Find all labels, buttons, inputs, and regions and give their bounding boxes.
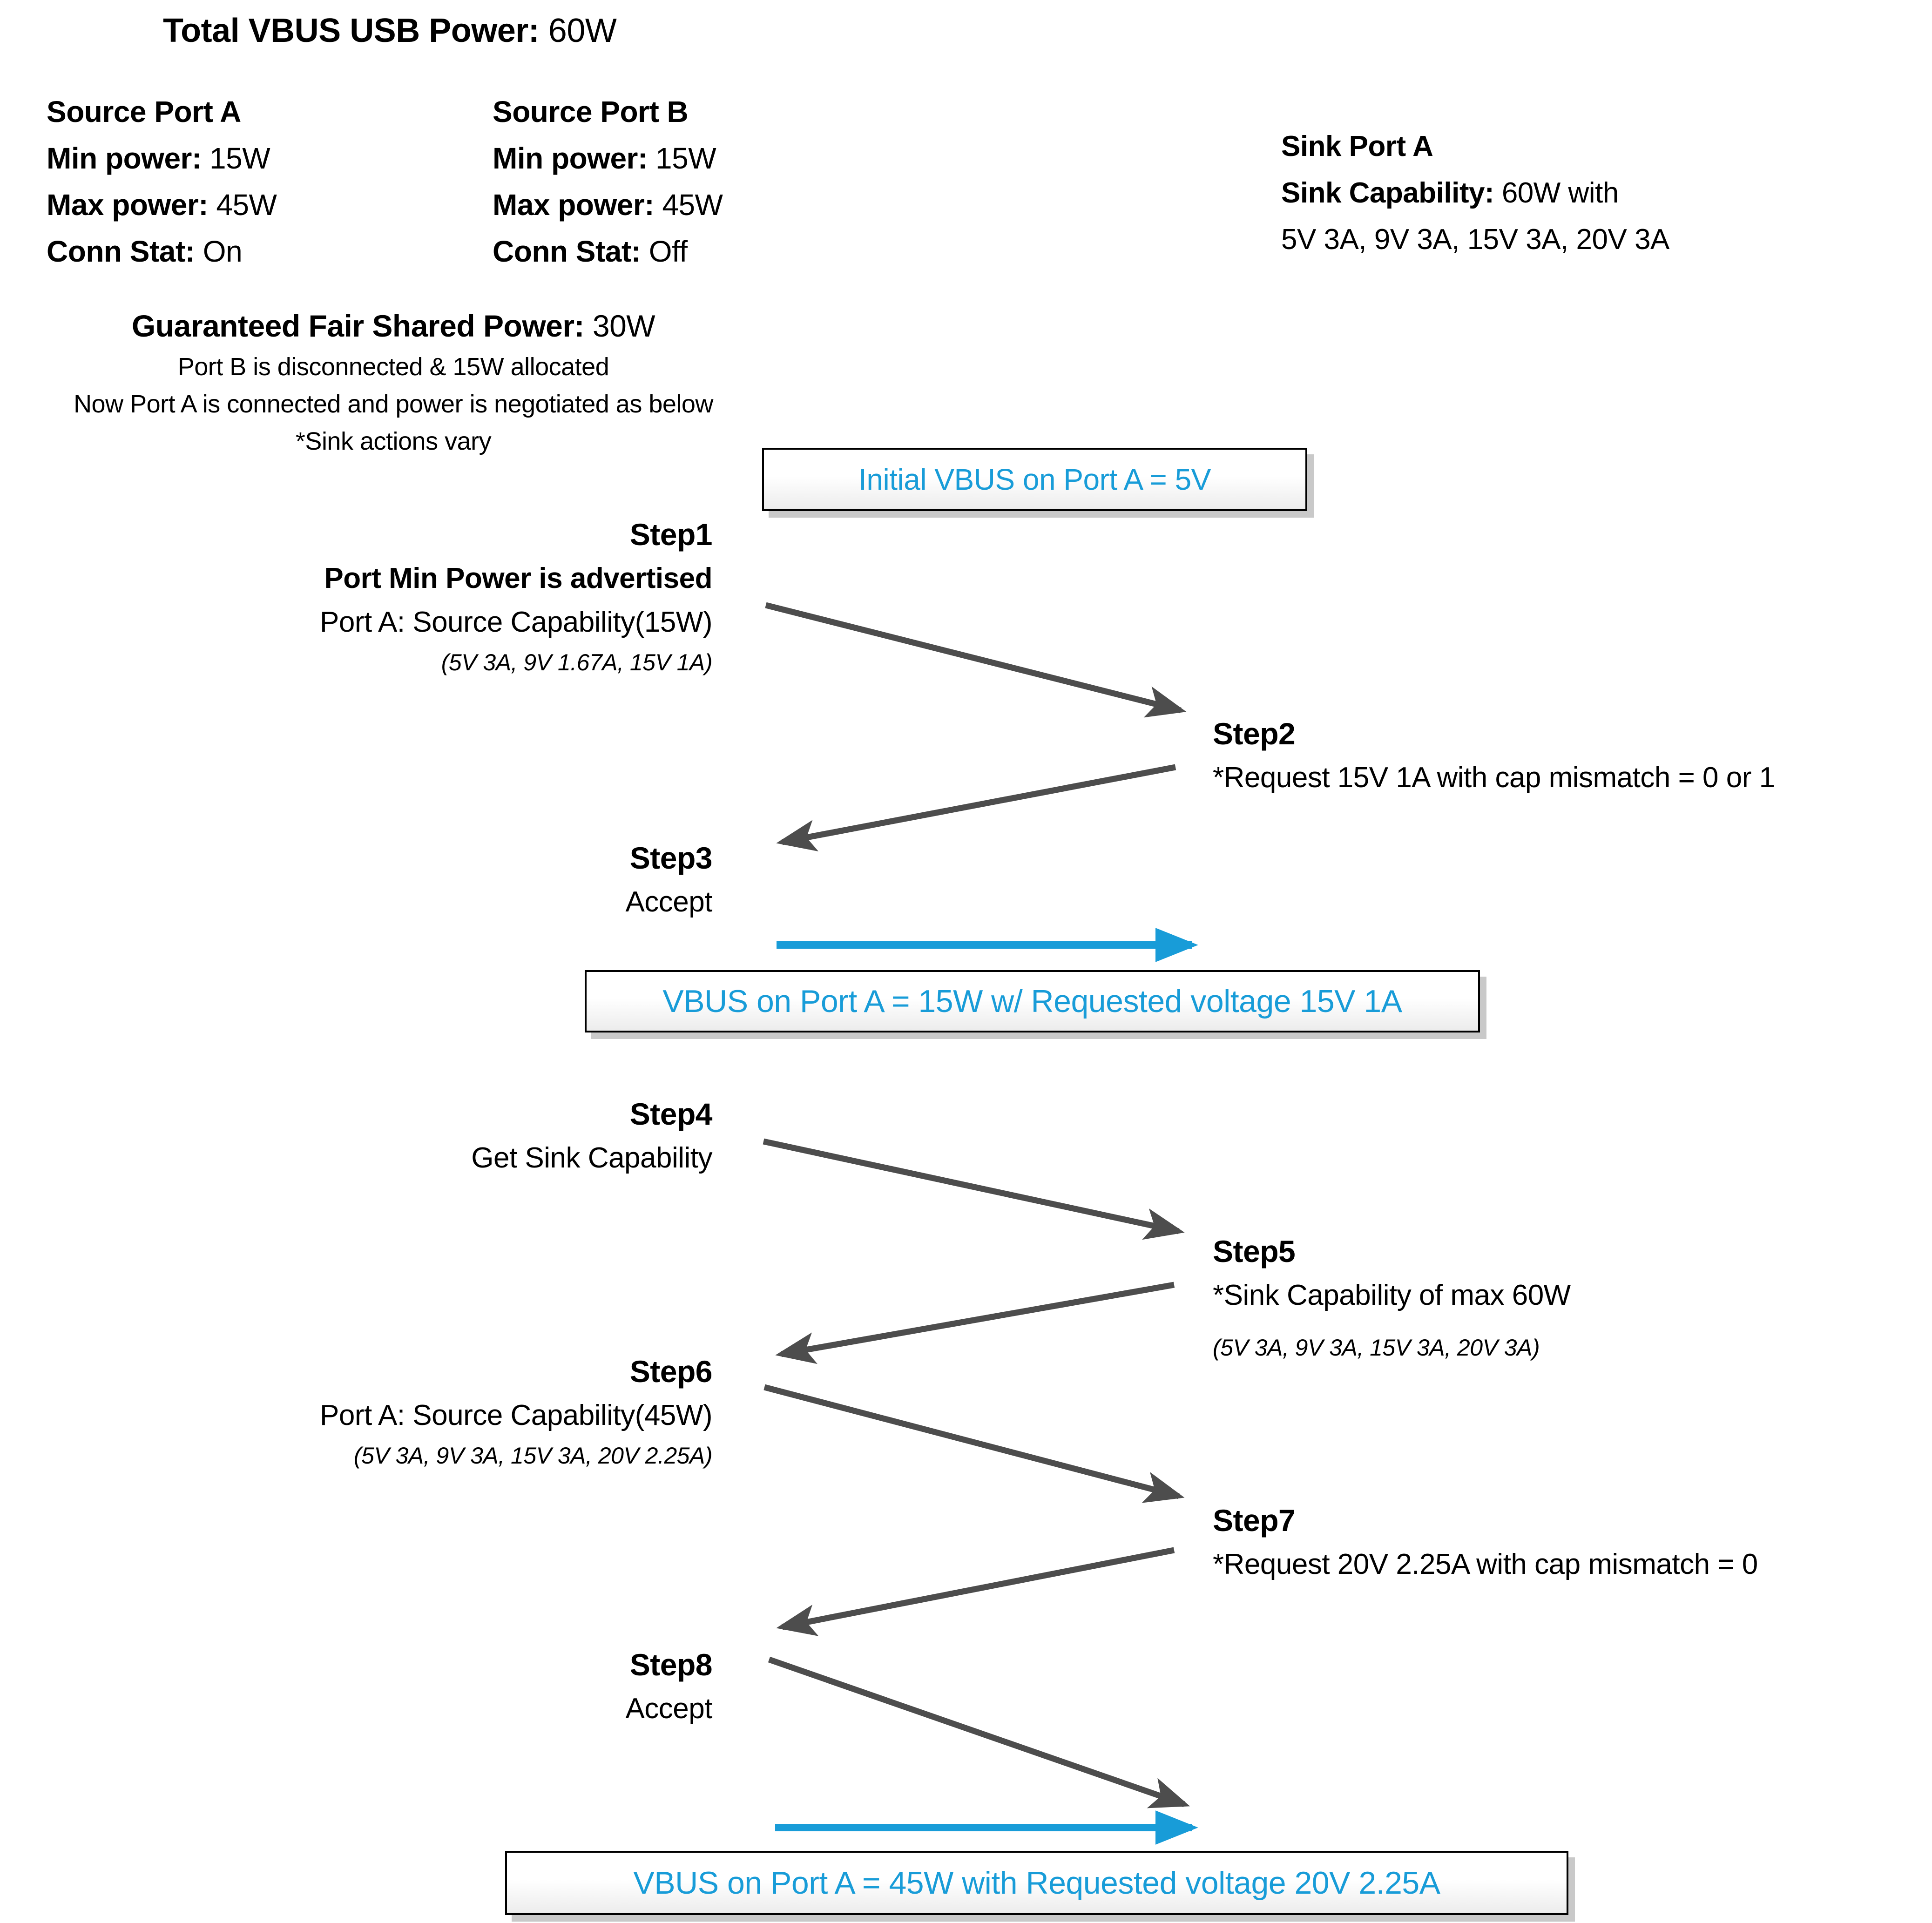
step7-line1: *Request 20V 2.25A with cap mismatch = 0 xyxy=(1213,1548,1758,1580)
source-port-a-min-power: Min power: 15W xyxy=(47,135,277,182)
source-port-a-max-power: Max power: 45W xyxy=(47,182,277,228)
conn-stat-label: Conn Stat: xyxy=(493,235,641,268)
fair-share-value: 30W xyxy=(592,309,655,343)
conn-stat-label: Conn Stat: xyxy=(47,235,195,268)
source-port-b-max-power: Max power: 45W xyxy=(493,182,723,228)
step3-title: Step3 xyxy=(629,841,713,875)
step3-block: Step3 Accept xyxy=(625,836,712,924)
step6-block: Step6 Port A: Source Capability(45W) (5V… xyxy=(319,1349,713,1474)
min-power-label: Min power: xyxy=(47,142,202,175)
fair-share-line2: Now Port A is connected and power is neg… xyxy=(74,390,713,418)
arrow-step6-to-step7 xyxy=(763,1384,1185,1503)
banner-vbus-45w-text: VBUS on Port A = 45W with Requested volt… xyxy=(633,1865,1440,1901)
step6-title: Step6 xyxy=(629,1354,713,1389)
page-title-value: 60W xyxy=(548,12,617,49)
sink-port-a-info: Sink Port A Sink Capability: 60W with 5V… xyxy=(1281,123,1669,263)
step3-line1: Accept xyxy=(625,886,712,918)
source-port-a-title: Source Port A xyxy=(47,95,241,128)
step1-line2: Port A: Source Capability(15W) xyxy=(319,606,713,638)
step7-title: Step7 xyxy=(1213,1503,1296,1538)
source-port-b-title: Source Port B xyxy=(493,95,689,128)
page-title: Total VBUS USB Power: 60W xyxy=(163,12,617,50)
banner-initial-vbus-text: Initial VBUS on Port A = 5V xyxy=(858,463,1211,496)
step7-block: Step7 *Request 20V 2.25A with cap mismat… xyxy=(1213,1498,1758,1586)
min-power-label: Min power: xyxy=(493,142,648,175)
page-title-label: Total VBUS USB Power: xyxy=(163,12,540,49)
source-port-a-info: Source Port A Min power: 15W Max power: … xyxy=(47,88,277,275)
step4-line1: Get Sink Capability xyxy=(471,1142,712,1174)
fair-share-note: Guaranteed Fair Shared Power: 30W Port B… xyxy=(0,304,787,460)
arrow-step7-to-step8 xyxy=(776,1547,1175,1636)
fair-share-heading: Guaranteed Fair Shared Power: 30W xyxy=(0,304,787,348)
step1-detail: (5V 3A, 9V 1.67A, 15V 1A) xyxy=(441,649,713,675)
source-port-b-conn-stat: Conn Stat: Off xyxy=(493,228,723,275)
step4-block: Step4 Get Sink Capability xyxy=(471,1092,712,1180)
step5-block: Step5 *Sink Capability of max 60W (5V 3A… xyxy=(1213,1229,1571,1366)
fair-share-label: Guaranteed Fair Shared Power: xyxy=(131,309,585,343)
min-power-value: 15W xyxy=(655,142,716,175)
step1-block: Step1 Port Min Power is advertised Port … xyxy=(319,512,713,681)
max-power-label: Max power: xyxy=(47,188,209,222)
max-power-value: 45W xyxy=(216,188,277,222)
arrow-step4-to-step5 xyxy=(763,1138,1185,1240)
banner-vbus-45w: VBUS on Port A = 45W with Requested volt… xyxy=(505,1851,1568,1915)
source-port-b-info: Source Port B Min power: 15W Max power: … xyxy=(493,88,723,275)
banner-vbus-15w-text: VBUS on Port A = 15W w/ Requested voltag… xyxy=(662,984,1402,1019)
step5-line1: *Sink Capability of max 60W xyxy=(1213,1279,1571,1311)
step8-line1: Accept xyxy=(625,1693,712,1725)
sink-port-a-capability: Sink Capability: 60W with xyxy=(1281,170,1669,216)
max-power-label: Max power: xyxy=(493,188,655,222)
source-port-b-min-power: Min power: 15W xyxy=(493,135,723,182)
sink-capability-label: Sink Capability: xyxy=(1281,177,1494,209)
step5-title: Step5 xyxy=(1213,1234,1296,1269)
step4-title: Step4 xyxy=(629,1097,713,1131)
step6-line1: Port A: Source Capability(45W) xyxy=(319,1399,713,1431)
step1-line1: Port Min Power is advertised xyxy=(324,562,712,594)
step6-detail: (5V 3A, 9V 3A, 15V 3A, 20V 2.25A) xyxy=(353,1443,713,1469)
banner-vbus-15w: VBUS on Port A = 15W w/ Requested voltag… xyxy=(585,970,1480,1032)
source-port-a-conn-stat: Conn Stat: On xyxy=(47,228,277,275)
step2-line1: *Request 15V 1A with cap mismatch = 0 or… xyxy=(1213,762,1775,794)
sink-port-a-capability-detail: 5V 3A, 9V 3A, 15V 3A, 20V 3A xyxy=(1281,223,1669,256)
arrow-step2-to-step3 xyxy=(776,764,1176,852)
sink-port-a-title: Sink Port A xyxy=(1281,130,1433,162)
conn-stat-value: On xyxy=(203,235,243,268)
step5-detail: (5V 3A, 9V 3A, 15V 3A, 20V 3A) xyxy=(1213,1335,1540,1361)
fair-share-line3: *Sink actions vary xyxy=(295,427,492,455)
arrow-step5-to-step6 xyxy=(775,1282,1175,1364)
max-power-value: 45W xyxy=(662,188,723,222)
conn-stat-value: Off xyxy=(649,235,688,268)
sink-capability-value: 60W with xyxy=(1501,177,1619,209)
step2-block: Step2 *Request 15V 1A with cap mismatch … xyxy=(1213,711,1775,800)
arrow-step8-to-vbus xyxy=(768,1656,1190,1808)
step1-title: Step1 xyxy=(629,517,713,552)
fair-share-line1: Port B is disconnected & 15W allocated xyxy=(177,353,609,381)
min-power-value: 15W xyxy=(209,142,270,175)
arrow-step1-to-step2 xyxy=(765,602,1187,718)
step8-title: Step8 xyxy=(629,1647,713,1682)
banner-initial-vbus: Initial VBUS on Port A = 5V xyxy=(762,448,1307,511)
step2-title: Step2 xyxy=(1213,716,1296,751)
step8-block: Step8 Accept xyxy=(625,1642,712,1731)
